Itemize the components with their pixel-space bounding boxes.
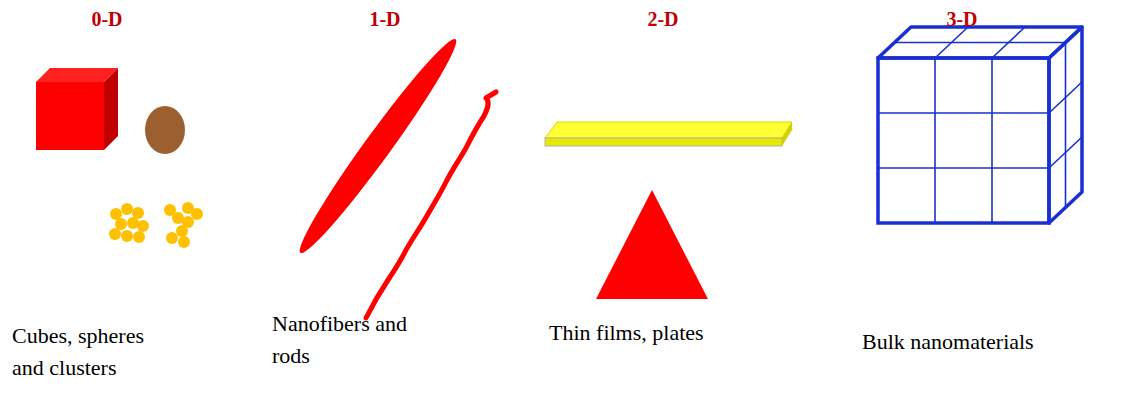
- grid-line: [1049, 137, 1082, 168]
- red-triangular-plate: [596, 190, 708, 299]
- film-top: [545, 122, 792, 138]
- red-nanofiber: [366, 92, 496, 318]
- cube-top: [36, 68, 118, 82]
- yellow-cluster: [164, 202, 203, 248]
- red-cube: [36, 68, 118, 150]
- category-caption: Bulk nanomaterials: [862, 326, 1120, 358]
- cluster-particle: [133, 231, 145, 243]
- cluster-particle: [166, 232, 178, 244]
- dimension-heading: 0-D: [67, 8, 147, 31]
- category-caption: Cubes, spheres and clusters: [12, 320, 174, 384]
- cube-front-face: [878, 58, 1049, 223]
- category-caption: Nanofibers and rods: [272, 308, 440, 372]
- cube-front: [36, 82, 104, 150]
- grid-line: [1049, 82, 1082, 113]
- dimension-heading: 2-D: [623, 8, 703, 31]
- cluster-particle: [137, 220, 149, 232]
- film-side: [782, 122, 792, 146]
- brown-sphere: [145, 106, 185, 154]
- cluster-particle: [109, 228, 121, 240]
- cluster-particle: [115, 218, 127, 230]
- red-nanorod: [290, 32, 466, 261]
- grid-line: [878, 112, 1049, 114]
- grid-line: [991, 58, 993, 223]
- cluster-particle: [191, 208, 203, 220]
- grid-line: [934, 58, 936, 223]
- cube-right-face: [1049, 27, 1082, 223]
- grid-line: [895, 42, 1066, 44]
- category-caption: Thin films, plates: [549, 317, 809, 349]
- grid-lines: [878, 27, 1082, 223]
- yellow-cluster: [109, 203, 149, 243]
- cluster-particle: [178, 236, 190, 248]
- film-edge: [545, 138, 782, 146]
- grid-line: [878, 167, 1049, 169]
- cluster-particle: [121, 203, 133, 215]
- cluster-particle: [176, 225, 188, 237]
- dimension-heading: 1-D: [345, 8, 425, 31]
- blue-grid-cube: [878, 27, 1082, 223]
- dimension-heading: 3-D: [922, 8, 1002, 31]
- grid-line: [1065, 43, 1067, 208]
- yellow-thin-film: [545, 122, 792, 146]
- cube-side: [104, 68, 118, 150]
- cluster-particle: [121, 230, 133, 242]
